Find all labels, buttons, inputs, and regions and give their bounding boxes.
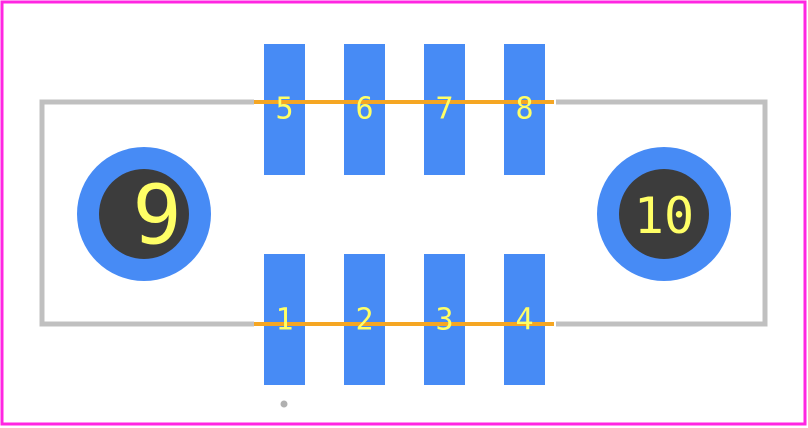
pad-body <box>504 254 545 385</box>
pad-body <box>344 44 385 175</box>
pad-label: 4 <box>515 303 533 338</box>
pad-3[interactable]: 3 <box>385 254 475 385</box>
pad-body <box>264 254 305 385</box>
pad-body <box>424 254 465 385</box>
pad-5[interactable]: 5 <box>254 44 315 175</box>
mount-hole-label: 10 <box>634 187 694 245</box>
silkscreen-left <box>39 99 254 327</box>
pad-label: 1 <box>275 303 293 338</box>
pad-label: 8 <box>515 92 533 127</box>
pad-label: 7 <box>435 92 453 127</box>
mount-hole-drill <box>619 169 709 259</box>
pad-label: 2 <box>355 303 373 338</box>
pad-2[interactable]: 2 <box>305 254 395 385</box>
pad-1[interactable]: 1 <box>254 254 315 385</box>
pad-body <box>344 254 385 385</box>
mount-hole-label: 9 <box>132 169 181 264</box>
pad-7[interactable]: 7 <box>385 44 475 175</box>
silkscreen-right <box>556 99 768 327</box>
mount-hole-drill <box>99 169 189 259</box>
pad-body <box>424 44 465 175</box>
pad-label: 5 <box>275 92 293 127</box>
pad-body <box>504 44 545 175</box>
pad-label: 6 <box>355 92 373 127</box>
mount-hole-right[interactable]: 10 <box>597 147 731 281</box>
pin1-marker <box>280 400 288 408</box>
pad-6[interactable]: 6 <box>305 44 395 175</box>
bottom-pad-row: 1 2 3 4 <box>254 254 554 385</box>
pad-body <box>264 44 305 175</box>
pad-8[interactable]: 8 <box>465 44 554 175</box>
top-pad-row: 5 6 7 8 <box>254 44 554 175</box>
mount-hole-left[interactable]: 9 <box>77 147 211 281</box>
pad-label: 3 <box>435 303 453 338</box>
pad-4[interactable]: 4 <box>465 254 554 385</box>
